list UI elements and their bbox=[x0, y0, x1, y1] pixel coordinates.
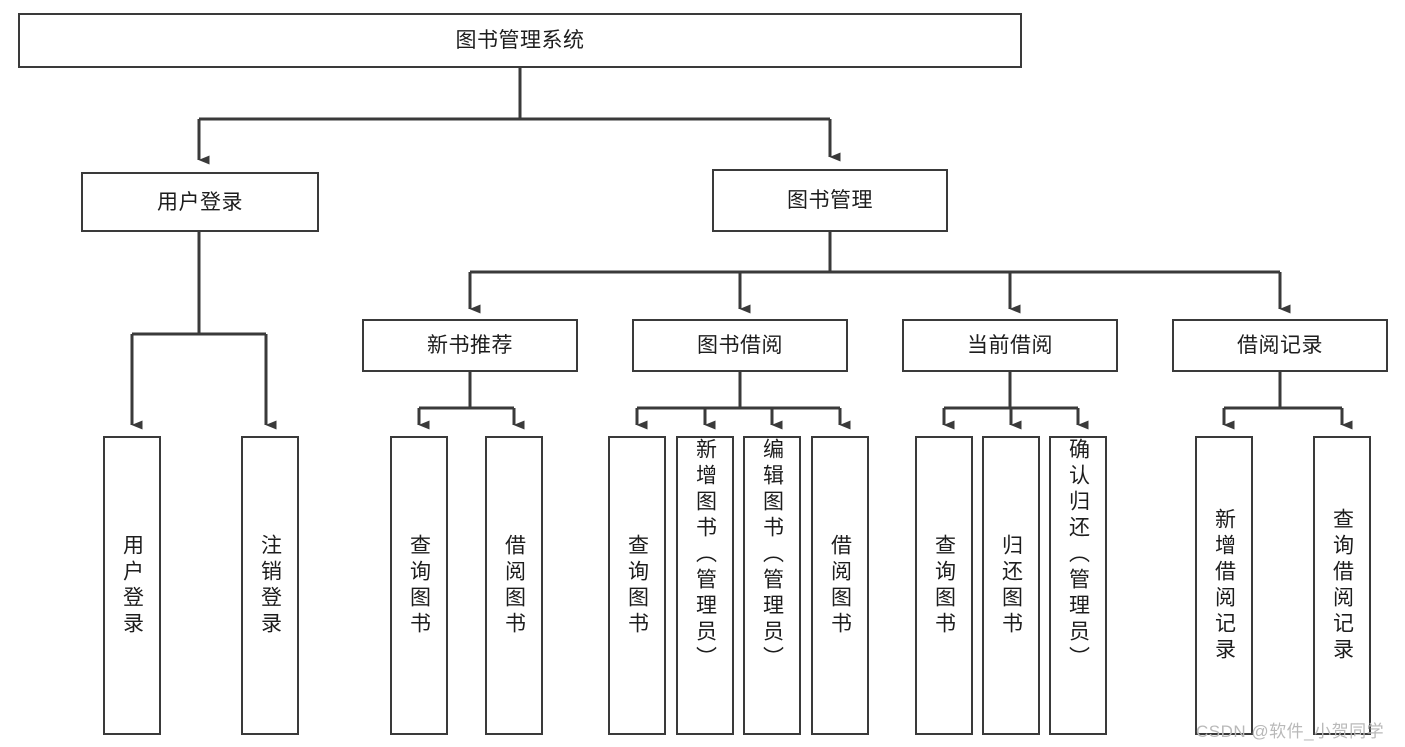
node-new-book-recommend[interactable]: 新书推荐 bbox=[362, 319, 578, 372]
node-label: 查询借阅记录 bbox=[1330, 507, 1354, 664]
node-label: 图书借阅 bbox=[697, 334, 783, 357]
leaf-new-book-query[interactable]: 查询图书 bbox=[390, 436, 448, 735]
leaf-book-borrow-query[interactable]: 查询图书 bbox=[608, 436, 666, 735]
node-label: 归还图书 bbox=[999, 533, 1023, 638]
node-label: 查询图书 bbox=[625, 533, 649, 638]
node-label: 新增图书（管理员） bbox=[693, 438, 717, 672]
node-current-borrow[interactable]: 当前借阅 bbox=[902, 319, 1118, 372]
leaf-book-borrow-add[interactable]: 新增图书（管理员） bbox=[676, 436, 734, 735]
node-label: 当前借阅 bbox=[967, 334, 1053, 357]
node-label: 新书推荐 bbox=[427, 334, 513, 357]
node-label: 图书管理系统 bbox=[455, 29, 585, 52]
node-label: 查询图书 bbox=[407, 533, 431, 638]
leaf-current-borrow-query[interactable]: 查询图书 bbox=[915, 436, 973, 735]
node-book-management[interactable]: 图书管理 bbox=[712, 169, 948, 232]
leaf-book-borrow-borrow[interactable]: 借阅图书 bbox=[811, 436, 869, 735]
leaf-book-borrow-edit[interactable]: 编辑图书（管理员） bbox=[743, 436, 801, 735]
node-label: 图书管理 bbox=[787, 189, 873, 212]
node-root-book-management-system[interactable]: 图书管理系统 bbox=[18, 13, 1022, 68]
leaf-borrow-record-add[interactable]: 新增借阅记录 bbox=[1195, 436, 1253, 735]
node-label: 新增借阅记录 bbox=[1212, 507, 1236, 664]
node-label: 借阅图书 bbox=[502, 533, 526, 638]
leaf-current-borrow-return[interactable]: 归还图书 bbox=[982, 436, 1040, 735]
leaf-new-book-borrow[interactable]: 借阅图书 bbox=[485, 436, 543, 735]
node-label: 注销登录 bbox=[258, 533, 282, 638]
node-label: 确认归还（管理员） bbox=[1066, 438, 1090, 672]
node-label: 借阅图书 bbox=[828, 533, 852, 638]
leaf-current-borrow-confirm-return[interactable]: 确认归还（管理员） bbox=[1049, 436, 1107, 735]
node-label: 借阅记录 bbox=[1237, 334, 1323, 357]
node-label: 查询图书 bbox=[932, 533, 956, 638]
node-user-login[interactable]: 用户登录 bbox=[81, 172, 319, 232]
leaf-user-login-login[interactable]: 用户登录 bbox=[103, 436, 161, 735]
node-book-borrow[interactable]: 图书借阅 bbox=[632, 319, 848, 372]
node-borrow-record[interactable]: 借阅记录 bbox=[1172, 319, 1388, 372]
node-label: 用户登录 bbox=[157, 190, 243, 214]
leaf-borrow-record-query[interactable]: 查询借阅记录 bbox=[1313, 436, 1371, 735]
node-label: 用户登录 bbox=[120, 533, 144, 638]
leaf-user-login-logout[interactable]: 注销登录 bbox=[241, 436, 299, 735]
node-label: 编辑图书（管理员） bbox=[760, 438, 784, 672]
